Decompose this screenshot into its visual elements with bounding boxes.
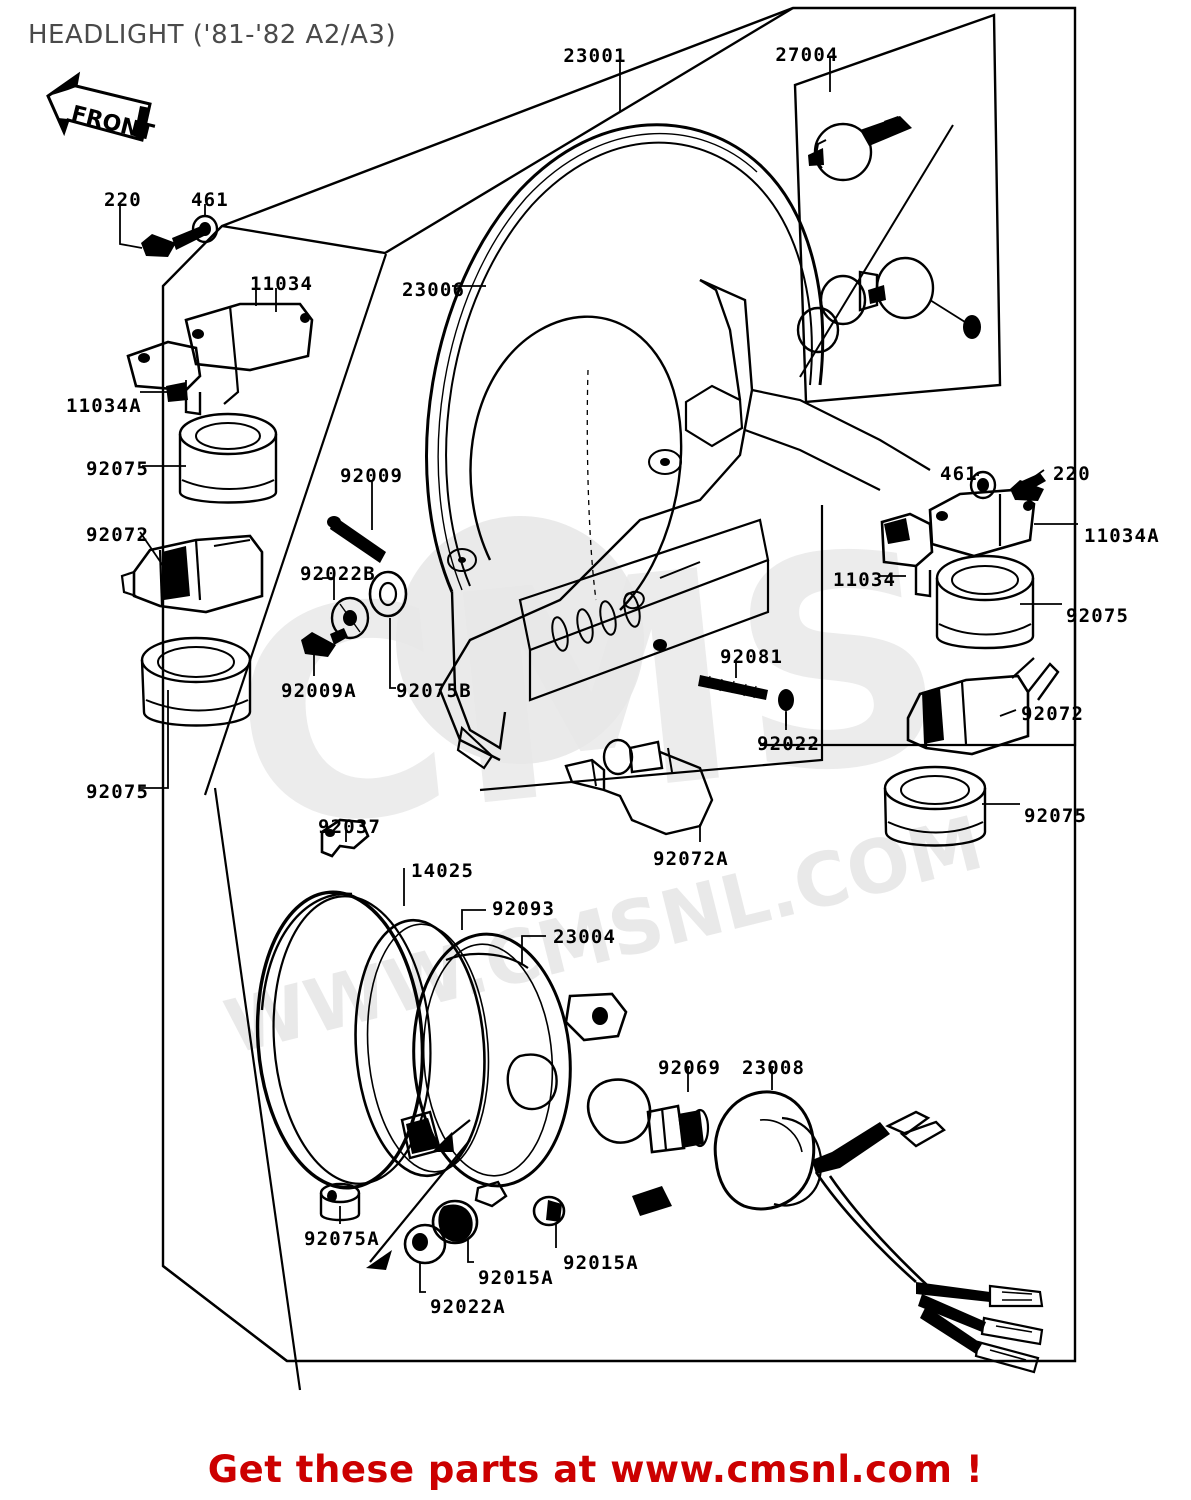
right-subframe-box-b: [760, 470, 1077, 747]
part-92015A-nut-right: [532, 1195, 566, 1227]
part-number-label-92093: 92093: [492, 898, 556, 920]
part-number-label-92072: 92072: [86, 524, 150, 546]
part-number-label-92075: 92075: [1024, 805, 1088, 827]
part-92069-bulb: [586, 1078, 710, 1154]
part-number-label-23006: 23006: [402, 279, 466, 301]
part-number-label-220: 220: [104, 189, 142, 211]
part-92009A-screw: [301, 628, 348, 657]
frame-step-lower-left: [162, 1265, 288, 1362]
part-number-label-92075A: 92075A: [304, 1228, 380, 1250]
part-number-label-11034A: 11034A: [1084, 525, 1160, 547]
part-92075B-washer: [368, 570, 408, 618]
page-title: HEADLIGHT ('81-'82 A2/A3): [28, 20, 397, 50]
part-92072-housing-left: [120, 534, 264, 614]
part-number-label-92072: 92072: [1021, 703, 1085, 725]
part-number-label-92081: 92081: [720, 646, 784, 668]
exploded-separator-left2: [213, 787, 302, 1391]
part-number-label-27004: 27004: [775, 44, 839, 66]
part-number-label-92015A: 92015A: [563, 1252, 639, 1274]
part-number-label-92072A: 92072A: [653, 848, 729, 870]
shell-louver-plate: [518, 518, 770, 702]
part-number-label-92022A: 92022A: [430, 1296, 506, 1318]
part-220-bolt-right: [1010, 473, 1046, 501]
bulb-socket-upper: [808, 116, 912, 182]
explode-arrow-mid: [432, 1119, 471, 1152]
part-92009-screw: [327, 516, 386, 563]
part-number-label-92075: 92075: [86, 458, 150, 480]
part-92081-spring: [698, 675, 768, 700]
part-11034A-bracket-left: [126, 340, 202, 416]
part-11034-bracket-right: [880, 512, 934, 598]
part-number-label-23001: 23001: [563, 45, 627, 67]
part-92072A-wire: [564, 738, 714, 836]
part-number-label-92009A: 92009A: [281, 680, 357, 702]
part-number-label-461: 461: [940, 463, 978, 485]
part-92075-grommet-left-lower: [140, 636, 252, 727]
part-number-label-92022: 92022: [757, 733, 821, 755]
part-number-label-14025: 14025: [411, 860, 475, 882]
part-number-label-92075: 92075: [86, 781, 150, 803]
part-number-label-92069: 92069: [658, 1057, 722, 1079]
part-92075-grommet-right-upper: [935, 554, 1035, 650]
part-number-label-461: 461: [191, 189, 229, 211]
part-number-label-92009: 92009: [340, 465, 404, 487]
part-92093-seal: [354, 918, 490, 1178]
footer-cta: Get these parts at www.cmsnl.com !: [207, 1448, 984, 1491]
part-14025-rim: [255, 890, 432, 1190]
wiring-harness: [812, 1110, 1044, 1374]
part-23004-sealed-beam: [400, 932, 672, 1216]
part-number-label-23004: 23004: [553, 926, 617, 948]
part-23008-cover: [713, 1090, 823, 1211]
part-92022B-washer: [330, 596, 370, 640]
part-92015A-nut-center: [431, 1199, 479, 1245]
part-number-label-92075B: 92075B: [396, 680, 472, 702]
part-number-label-92037: 92037: [318, 816, 382, 838]
front-arrow-badge: FRONT: [46, 71, 156, 146]
part-92075-grommet-right-lower: [883, 765, 987, 847]
part-92072-housing-right: [906, 657, 1060, 756]
part-number-label-11034: 11034: [833, 569, 897, 591]
part-number-label-92075: 92075: [1066, 605, 1130, 627]
part-number-label-23008: 23008: [742, 1057, 806, 1079]
part-number-label-220: 220: [1053, 463, 1091, 485]
part-92022A-nut: [403, 1223, 447, 1265]
right-subframe-box: [479, 505, 824, 792]
bulb-socket-lower: [796, 256, 981, 354]
headlight-shell-assembly: [425, 123, 931, 770]
part-number-label-11034: 11034: [250, 273, 314, 295]
explode-arrow-bottom: [366, 1139, 471, 1270]
part-number-label-11034A: 11034A: [66, 395, 142, 417]
frame-diagonal-upper-left: [221, 6, 794, 255]
part-11034A-bracket-right: [928, 488, 1036, 558]
leader-lines: [119, 58, 1078, 1293]
parts-diagram: CMS WWW.CMSNL.COM: [46, 6, 1078, 1391]
part-number-label-92015A: 92015A: [478, 1267, 554, 1289]
part-11034-bracket-left: [184, 302, 314, 405]
part-92075-grommet-left-upper: [178, 412, 278, 504]
part-92037-clip: [320, 818, 370, 858]
part-461-washer-right: [969, 470, 997, 500]
part-number-label-92022B: 92022B: [300, 563, 376, 585]
inset-box-27004: [793, 13, 1002, 404]
diagram-canvas: CMS WWW.CMSNL.COM: [46, 6, 1078, 1391]
